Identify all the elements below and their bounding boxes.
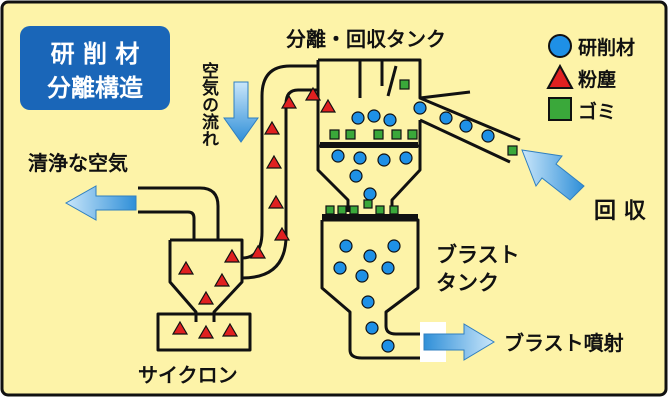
separator-tank-label: 分離・回収タンク bbox=[286, 27, 446, 51]
airflow-label: 空気の流れ bbox=[198, 61, 220, 147]
blast-jet-label: ブラスト噴射 bbox=[504, 331, 624, 355]
legend-circle-icon bbox=[548, 34, 572, 58]
blast-jet-arrow bbox=[423, 323, 495, 361]
cyclone-bin bbox=[156, 312, 252, 352]
legend-dust-label: 粉塵 bbox=[578, 68, 616, 91]
abrasive-particles bbox=[331, 101, 495, 353]
legend: 研削材 粉塵 ゴミ bbox=[546, 34, 635, 123]
svg-text:空気の流れ: 空気の流れ bbox=[198, 61, 220, 147]
airflow-down-arrow bbox=[223, 81, 259, 143]
blast-tank-label-line2: タンク bbox=[436, 271, 499, 295]
dust-particles bbox=[171, 86, 337, 339]
legend-triangle-icon bbox=[546, 63, 574, 89]
clean-air-arrow bbox=[64, 185, 137, 221]
title-line1: 研 削 材 bbox=[51, 40, 140, 68]
legend-dirt-label: ゴミ bbox=[578, 100, 616, 123]
recovery-arrow bbox=[521, 149, 585, 201]
title-line2: 分離構造 bbox=[47, 74, 143, 102]
blast-tank-label-line1: ブラスト bbox=[436, 243, 520, 267]
legend-abrasive-label: 研削材 bbox=[578, 36, 635, 59]
dirt-particles bbox=[325, 79, 518, 215]
outlet-duct bbox=[138, 186, 220, 240]
cyclone-label: サイクロン bbox=[138, 363, 238, 387]
title-badge: 研 削 材 分離構造 bbox=[20, 26, 170, 110]
legend-square-icon bbox=[548, 97, 572, 121]
recovery-chute bbox=[419, 96, 521, 164]
clean-air-label: 清浄な空気 bbox=[28, 151, 128, 175]
screen-bars bbox=[320, 142, 418, 220]
recovery-label: 回 収 bbox=[594, 199, 647, 224]
